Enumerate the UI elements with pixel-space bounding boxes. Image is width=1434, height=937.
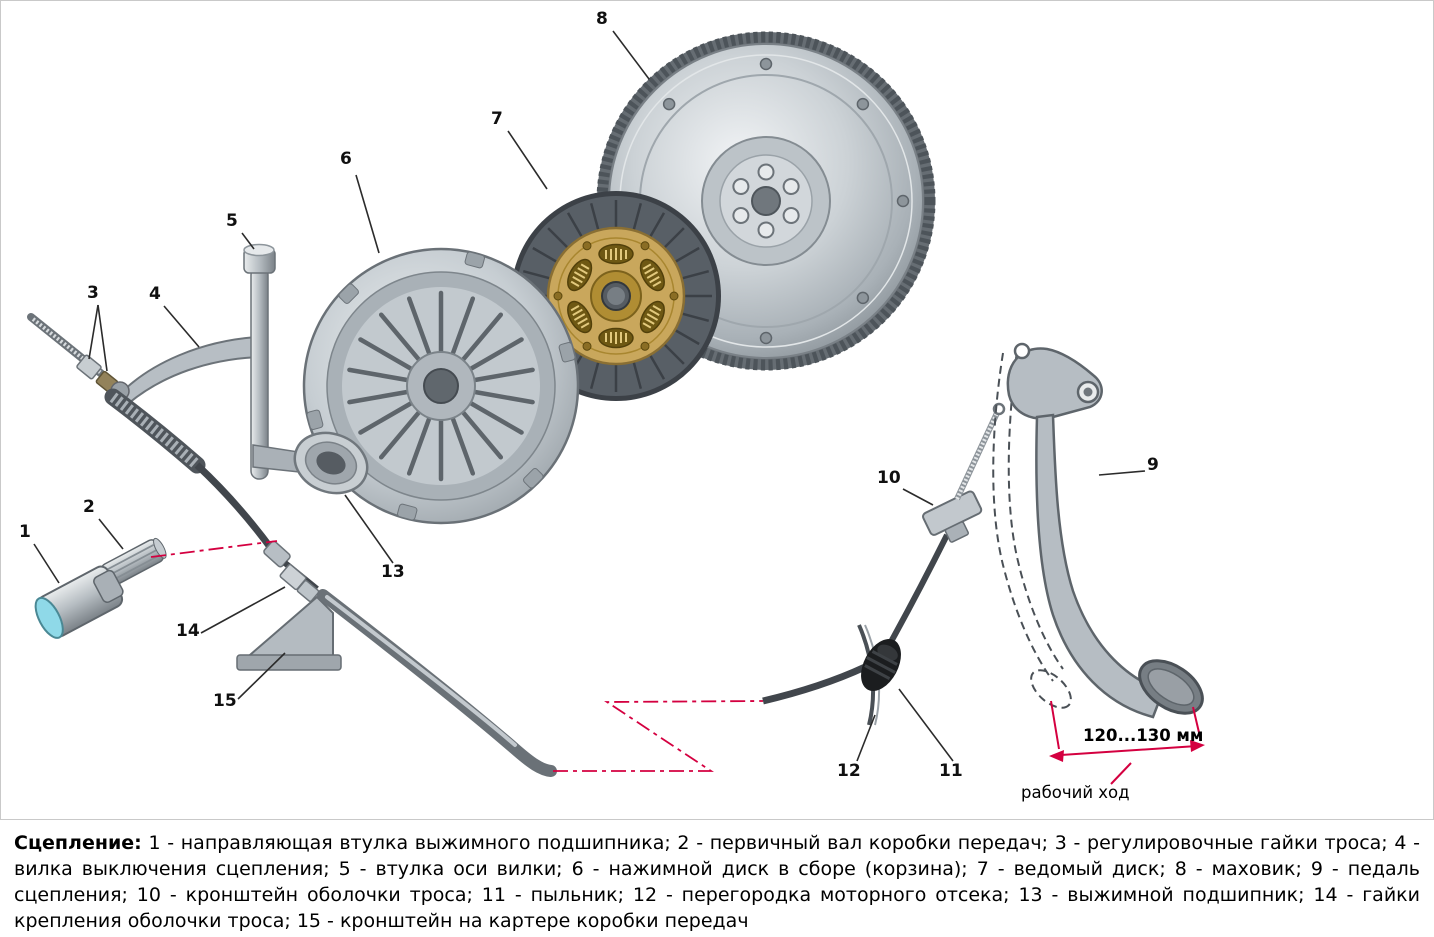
cable-right-drawing: [762, 533, 950, 705]
callout-4: 4: [149, 284, 161, 304]
callout-9: 9: [1147, 455, 1159, 475]
pedal-travel-dashed: [992, 350, 1072, 709]
input-shaft-drawing: [100, 537, 167, 587]
release-fork-drawing: [110, 243, 310, 480]
clutch-diagram-area: 1 2 3 4 5 6 7 8 9 10 11 12 13 14 15 120.…: [0, 0, 1434, 820]
centerline-red: [150, 540, 764, 772]
bracket-gearbox-drawing: [236, 595, 342, 671]
callout-13: 13: [381, 562, 405, 582]
pressure-plate-drawing: [302, 247, 580, 525]
caption-lead: Сцепление:: [14, 832, 142, 854]
callout-11: 11: [939, 761, 963, 781]
diagram-caption: Сцепление: 1 - направляющая втулка выжим…: [14, 830, 1420, 934]
cable-bracket-drawing: [922, 402, 1006, 543]
callout-7: 7: [491, 109, 503, 129]
boot-drawing: [861, 639, 901, 691]
working-stroke-label: рабочий ход: [1021, 783, 1130, 802]
callout-15: 15: [213, 691, 237, 711]
measurement-label: 120...130 мм: [1083, 726, 1204, 745]
callout-2: 2: [83, 497, 95, 517]
callout-1: 1: [19, 522, 31, 542]
callout-6: 6: [340, 149, 352, 169]
callout-14: 14: [176, 621, 200, 641]
callout-12: 12: [837, 761, 861, 781]
callout-5: 5: [226, 211, 238, 231]
leader-lines: [33, 30, 1146, 762]
callout-10: 10: [877, 468, 901, 488]
sheath-nuts-drawing: [279, 563, 320, 603]
caption-body: 1 - направляющая втулка выжимного подшип…: [14, 832, 1421, 932]
guide-sleeve-drawing: [34, 565, 124, 639]
clutch-exploded-diagram: [27, 30, 1205, 785]
callout-8: 8: [596, 9, 608, 29]
measurement-arrows: [1049, 700, 1205, 785]
release-bearing-drawing: [293, 431, 369, 495]
callout-3: 3: [87, 283, 99, 303]
pedal-drawing: [1006, 342, 1204, 719]
cable-sheath-drawing: [317, 589, 557, 777]
